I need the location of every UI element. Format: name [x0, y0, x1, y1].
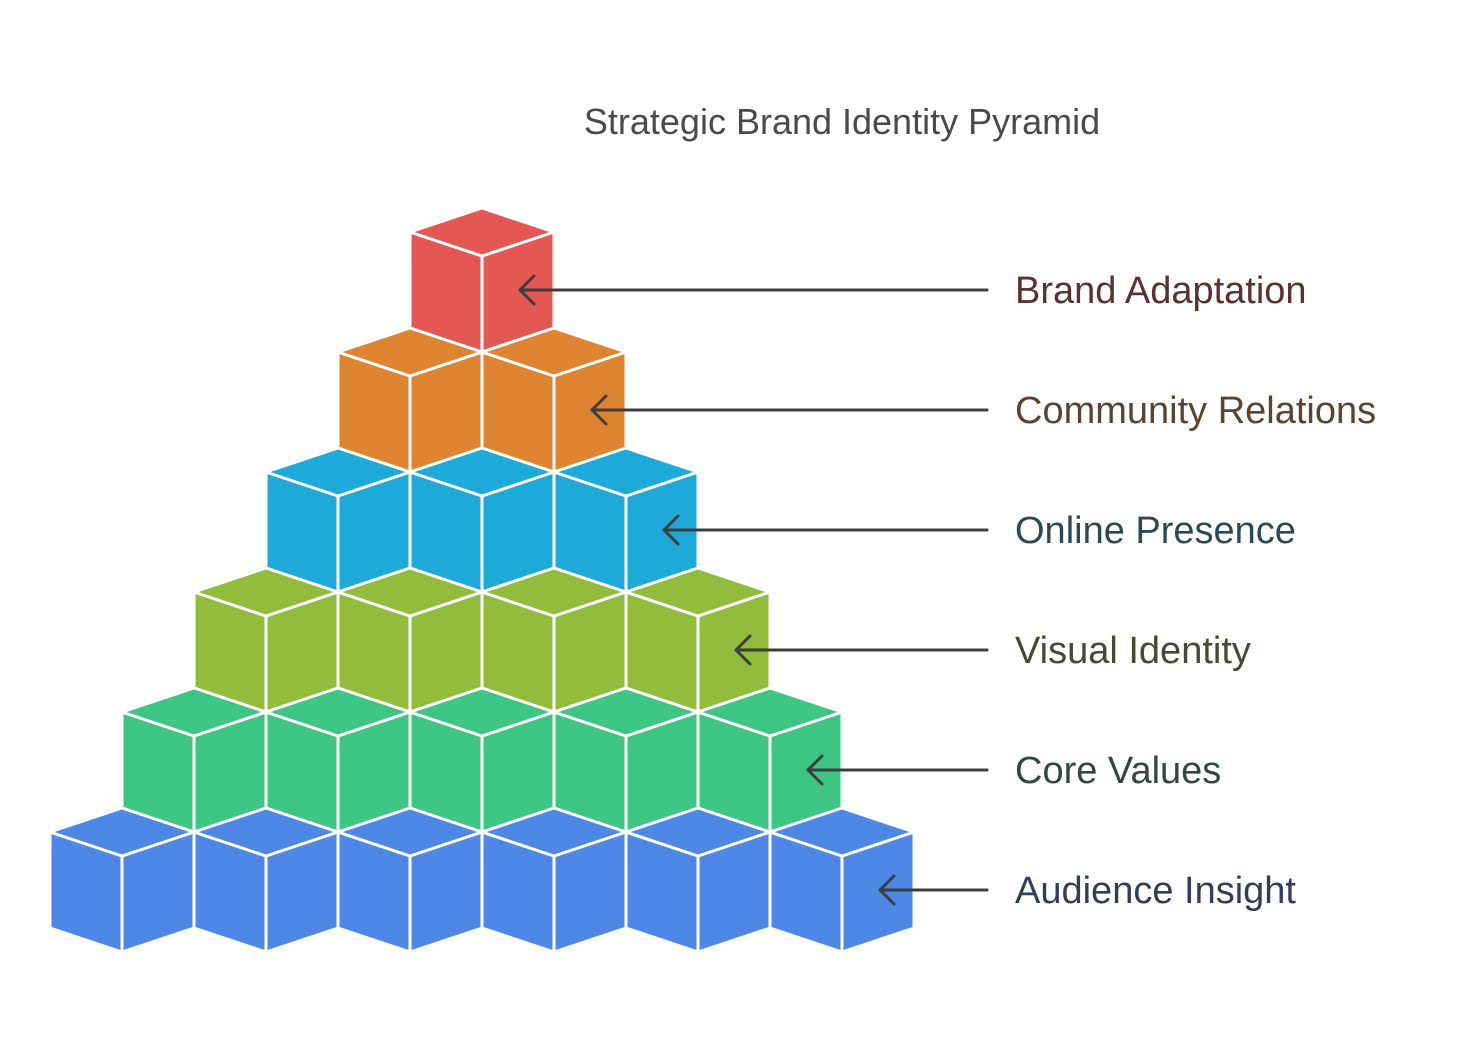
cube-top-face	[552, 446, 700, 498]
layer-label: Community Relations	[1015, 390, 1376, 432]
cube	[480, 326, 628, 474]
cube	[552, 446, 700, 594]
arrow-head-icon	[734, 634, 752, 666]
cube-top-face	[336, 806, 484, 858]
cube-top-face	[480, 806, 628, 858]
cube-top-face	[408, 686, 556, 738]
cube-top-face	[768, 806, 916, 858]
cube-top-face	[336, 566, 484, 618]
cube-top-face	[552, 686, 700, 738]
layer-label: Online Presence	[1015, 510, 1296, 552]
cube	[408, 686, 556, 834]
cube-top-face	[264, 446, 412, 498]
pyramid-layer	[48, 806, 916, 954]
cube-top-face	[120, 686, 268, 738]
cube	[120, 686, 268, 834]
cube-top-face	[192, 566, 340, 618]
cube	[48, 806, 196, 954]
pyramid-layer	[192, 566, 772, 714]
cube	[264, 686, 412, 834]
cube-top-face	[264, 686, 412, 738]
cube	[336, 806, 484, 954]
cube	[768, 806, 916, 954]
cube-top-face	[480, 566, 628, 618]
diagram-title: Strategic Brand Identity Pyramid	[584, 101, 1100, 142]
cube	[408, 206, 556, 354]
arrow-head-icon	[518, 274, 536, 306]
cube-top-face	[336, 326, 484, 378]
cube	[336, 566, 484, 714]
pyramid-layer	[120, 686, 844, 834]
cube	[192, 566, 340, 714]
arrow-head-icon	[878, 874, 896, 906]
cube	[264, 446, 412, 594]
arrow-head-icon	[662, 514, 680, 546]
cube-top-face	[624, 566, 772, 618]
cube	[696, 686, 844, 834]
layer-label: Brand Adaptation	[1015, 270, 1307, 312]
cube-top-face	[624, 806, 772, 858]
pyramid-cubes	[48, 206, 916, 954]
cube	[552, 686, 700, 834]
pyramid-layer	[336, 326, 628, 474]
layer-label: Visual Identity	[1015, 630, 1251, 672]
cube	[480, 806, 628, 954]
cube	[624, 566, 772, 714]
layer-label: Audience Insight	[1015, 870, 1296, 912]
cube-top-face	[48, 806, 196, 858]
cube-top-face	[480, 326, 628, 378]
pyramid-layer	[264, 446, 700, 594]
cube-top-face	[192, 806, 340, 858]
cube-top-face	[696, 686, 844, 738]
cube	[480, 566, 628, 714]
layer-arrows	[518, 274, 989, 906]
arrow-head-icon	[806, 754, 824, 786]
cube	[336, 326, 484, 474]
pyramid-layer	[408, 206, 556, 354]
cube	[408, 446, 556, 594]
arrow-head-icon	[590, 394, 608, 426]
cube-top-face	[408, 446, 556, 498]
cube-top-face	[408, 206, 556, 258]
cube	[624, 806, 772, 954]
cube	[192, 806, 340, 954]
layer-label: Core Values	[1015, 750, 1221, 792]
